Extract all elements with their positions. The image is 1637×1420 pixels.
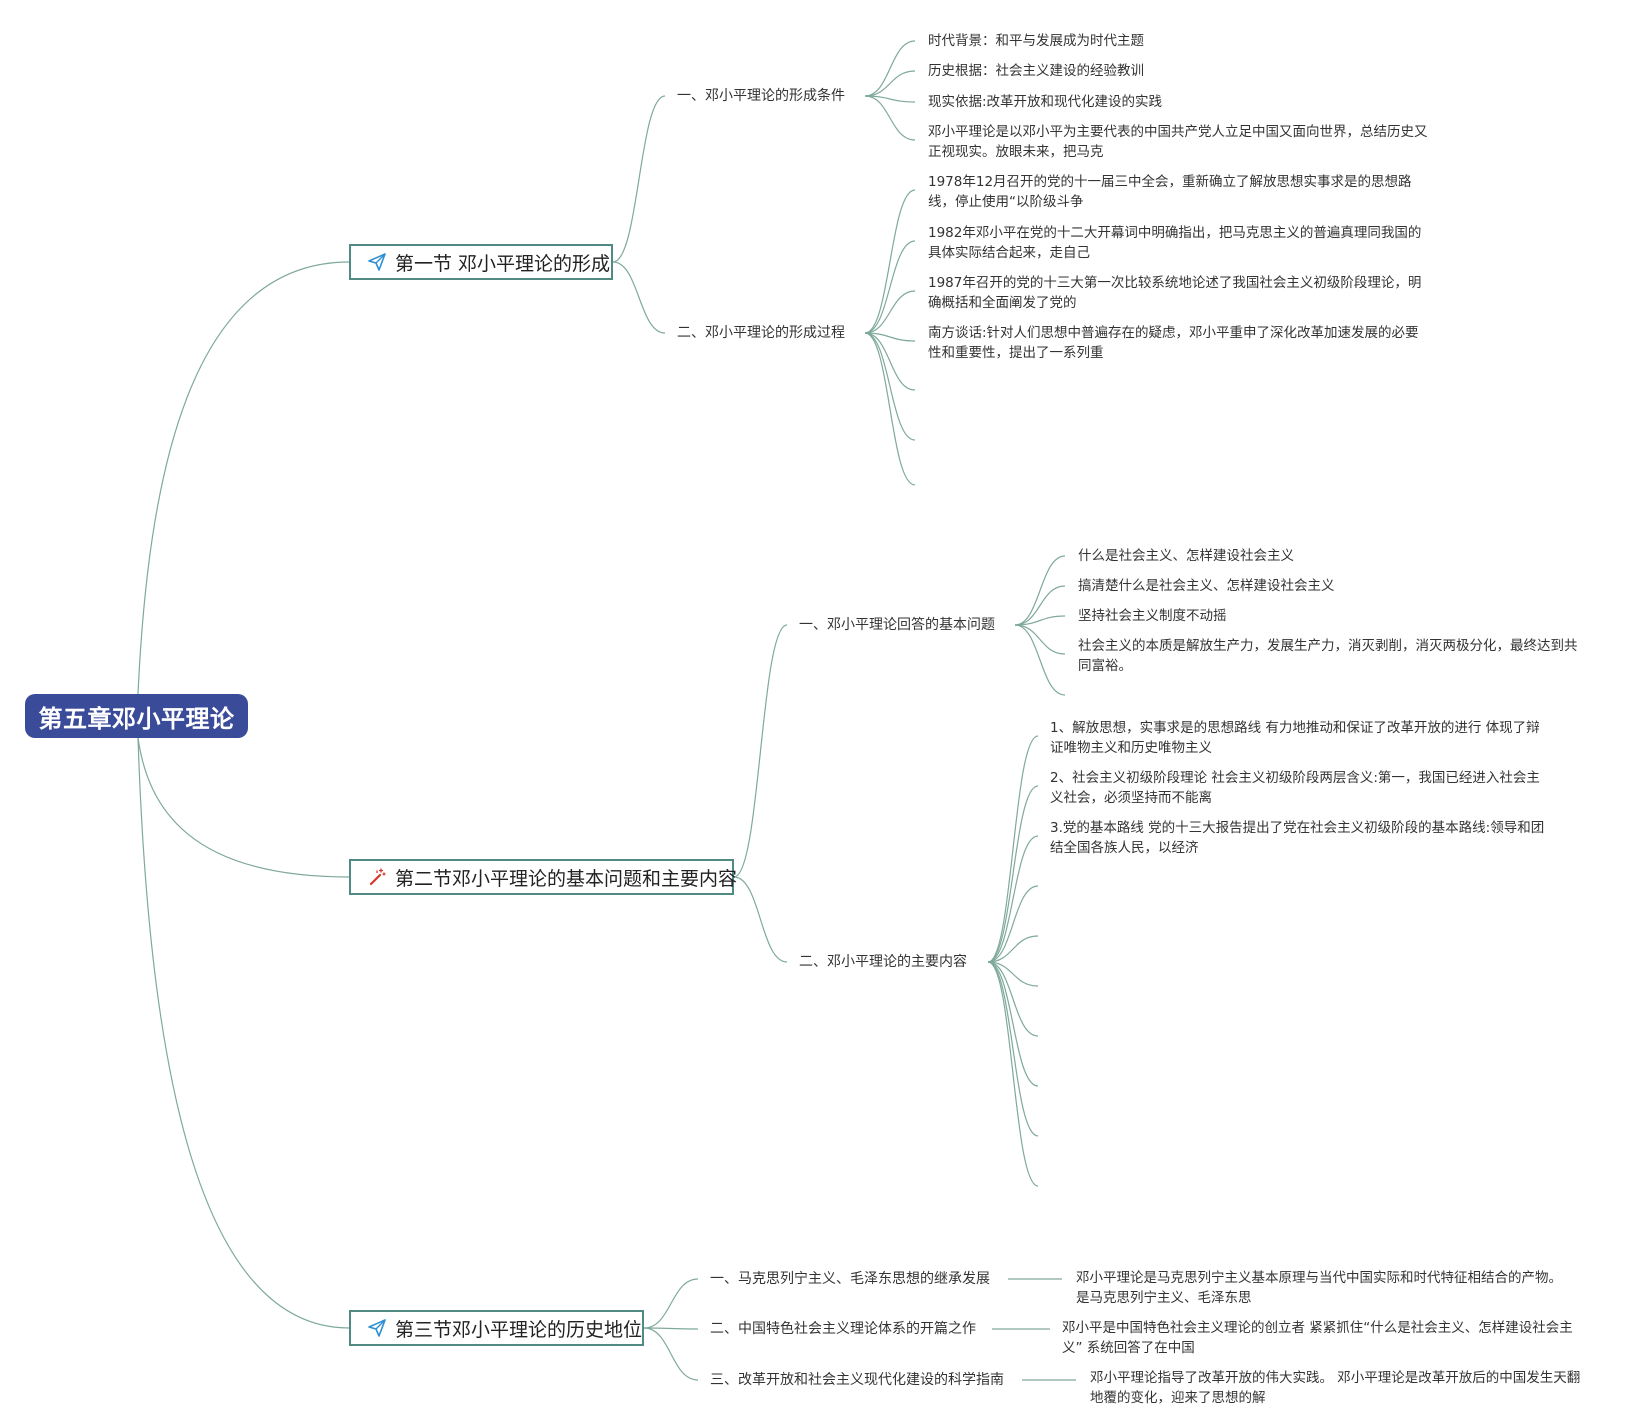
leaf-1-2-3[interactable]: 1987年召开的党的十三大第一次比较系统地论述了我国社会主义初级阶段理论，明确概… xyxy=(928,275,1422,311)
connector-line xyxy=(864,189,916,334)
connector-line xyxy=(864,240,916,334)
connector-line xyxy=(1014,555,1066,626)
connector-line xyxy=(987,785,1039,963)
connector-line xyxy=(864,40,916,97)
connector-line xyxy=(1014,585,1066,626)
leaf-1-1-1[interactable]: 时代背景：和平与发展成为时代主题 xyxy=(928,33,1144,49)
leaf-2-2-2[interactable]: 2、社会主义初级阶段理论 社会主义初级阶段两层含义:第一，我国已经进入社会主义社… xyxy=(1050,770,1540,806)
connector-line xyxy=(137,737,350,878)
connector-line xyxy=(864,332,916,342)
connector-line xyxy=(733,876,788,963)
connector-line xyxy=(864,95,916,141)
leaf-2-2-3[interactable]: 3.党的基本路线 党的十三大报告提出了党在社会主义初级阶段的基本路线:领导和团结… xyxy=(1050,820,1545,856)
connector-line xyxy=(987,961,1039,1137)
connector-line xyxy=(987,885,1039,963)
section-3-label: 第三节邓小平理论的历史地位 xyxy=(395,1318,643,1341)
connector-line xyxy=(1014,615,1066,626)
connector-line xyxy=(987,961,1039,987)
connector-line xyxy=(864,95,916,103)
section-1-topic[interactable]: 第一节 邓小平理论的形成 xyxy=(349,244,613,280)
leaf-1-1-4[interactable]: 邓小平理论是以邓小平为主要代表的中国共产党人立足中国又面向世界，总结历史又正视现… xyxy=(928,124,1428,160)
connector-line xyxy=(864,332,916,391)
connector-line xyxy=(612,95,666,263)
leaf-2-1-1[interactable]: 什么是社会主义、怎样建设社会主义 xyxy=(1078,548,1294,564)
section-2-topic[interactable]: 第二节邓小平理论的基本问题和主要内容 xyxy=(349,859,738,895)
section-3-topic[interactable]: 第三节邓小平理论的历史地位 xyxy=(349,1310,644,1346)
leaf-3-2-1[interactable]: 邓小平是中国特色社会主义理论的创立者 紧紧抓住“什么是社会主义、怎样建设社会主义… xyxy=(1062,1320,1573,1356)
leaf-2-1-2[interactable]: 搞清楚什么是社会主义、怎样建设社会主义 xyxy=(1078,578,1335,594)
leaf-3-3-1[interactable]: 邓小平理论指导了改革开放的伟大实践。 邓小平理论是改革开放后的中国发生天翻地覆的… xyxy=(1090,1370,1581,1406)
paper-plane-icon xyxy=(367,252,387,272)
connector-line xyxy=(864,332,916,441)
connector-line xyxy=(643,1327,699,1381)
connector-line xyxy=(987,961,1039,1037)
sub-2-2-topic[interactable]: 二、邓小平理论的主要内容 xyxy=(799,954,967,970)
connector-line xyxy=(643,1327,699,1330)
connector-line xyxy=(864,290,916,334)
connector-line xyxy=(987,735,1039,963)
paper-plane-icon xyxy=(367,1318,387,1338)
leaf-2-1-4[interactable]: 社会主义的本质是解放生产力，发展生产力，消灭剥削，消灭两极分化，最终达到共同富裕… xyxy=(1078,638,1578,674)
connector-line xyxy=(612,261,666,334)
leaf-1-2-1[interactable]: 1978年12月召开的党的十一届三中全会，重新确立了解放思想实事求是的思想路线，… xyxy=(928,174,1412,210)
connector-line xyxy=(137,261,350,695)
leaf-3-1-1[interactable]: 邓小平理论是马克思列宁主义基本原理与当代中国实际和时代特征相结合的产物。 是马克… xyxy=(1076,1270,1562,1306)
connector-line xyxy=(643,1278,699,1329)
connector-line xyxy=(987,961,1039,1087)
leaf-1-2-4[interactable]: 南方谈话:针对人们思想中普遍存在的疑虑，邓小平重申了深化改革加速发展的必要性和重… xyxy=(928,325,1419,361)
section-2-label: 第二节邓小平理论的基本问题和主要内容 xyxy=(395,867,738,890)
leaf-2-2-1[interactable]: 1、解放思想，实事求是的思想路线 有力地推动和保证了改革开放的进行 体现了辩证唯… xyxy=(1050,720,1540,756)
leaf-2-1-3[interactable]: 坚持社会主义制度不动摇 xyxy=(1078,608,1227,624)
connector-line xyxy=(864,332,916,486)
connector-line xyxy=(987,961,1039,1187)
leaf-1-1-2[interactable]: 历史根据：社会主义建设的经验教训 xyxy=(928,63,1144,79)
magic-wand-icon xyxy=(367,867,387,887)
sub-3-1-topic[interactable]: 一、马克思列宁主义、毛泽东思想的继承发展 xyxy=(710,1271,990,1287)
sub-3-2-topic[interactable]: 二、中国特色社会主义理论体系的开篇之作 xyxy=(710,1321,976,1337)
section-1-label: 第一节 邓小平理论的形成 xyxy=(395,252,611,275)
sub-3-3-topic[interactable]: 三、改革开放和社会主义现代化建设的科学指南 xyxy=(710,1372,1004,1388)
sub-1-2-topic[interactable]: 二、邓小平理论的形成过程 xyxy=(677,325,845,341)
leaf-1-1-3[interactable]: 现实依据:改革开放和现代化建设的实践 xyxy=(928,94,1163,110)
sub-1-1-topic[interactable]: 一、邓小平理论的形成条件 xyxy=(677,88,845,104)
connector-line xyxy=(1014,624,1066,655)
connector-line xyxy=(733,624,788,878)
root-topic[interactable]: 第五章邓小平理论 xyxy=(25,694,248,738)
connector-line xyxy=(987,835,1039,963)
leaf-1-2-2[interactable]: 1982年邓小平在党的十二大开幕词中明确指出，把马克思主义的普遍真理同我国的具体… xyxy=(928,225,1422,261)
connector-line xyxy=(1014,624,1066,696)
connector-line xyxy=(137,737,350,1329)
sub-2-1-topic[interactable]: 一、邓小平理论回答的基本问题 xyxy=(799,617,995,633)
connector-line xyxy=(987,935,1039,963)
connector-line xyxy=(864,70,916,97)
